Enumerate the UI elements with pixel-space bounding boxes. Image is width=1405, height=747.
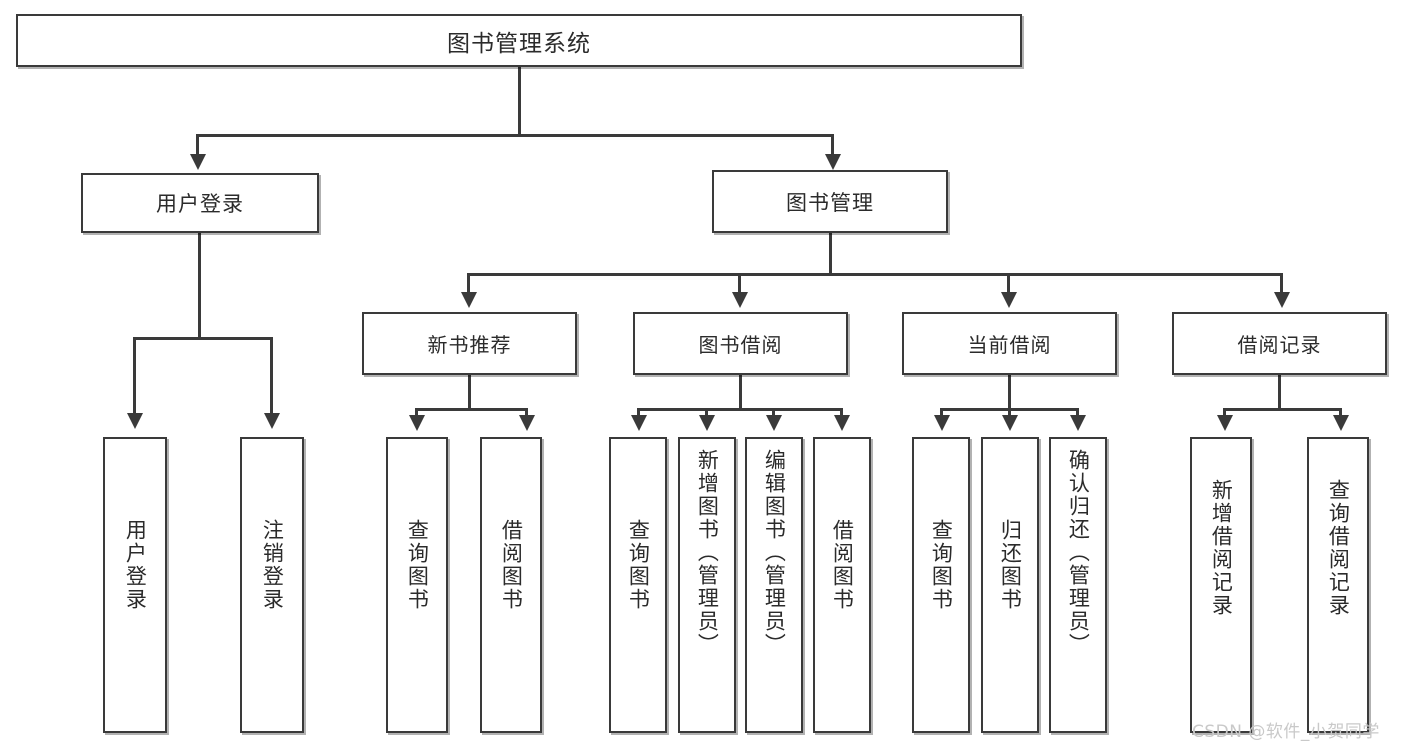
node-label: 图书管理系统 <box>447 30 591 57</box>
arrow-to-leaf-edit-book <box>766 415 782 431</box>
arrow-to-new-book <box>461 292 477 308</box>
connector-bookmanage-drop-4 <box>1280 273 1283 294</box>
connector-currentborrow-drop-1 <box>940 408 943 418</box>
connector-borrowrecord-bus <box>1223 408 1342 411</box>
csdn-watermark: CSDN @软件_小贺同学 <box>1192 722 1380 742</box>
connector-userlogin-bus <box>133 337 273 340</box>
leaf-label: 查询图书 <box>626 519 651 611</box>
node-current-borrow[interactable]: 当前借阅 <box>902 312 1117 375</box>
arrow-to-book-manage <box>825 154 841 170</box>
connector-borrowrecord-drop-1 <box>1223 408 1226 418</box>
connector-userlogin-stem <box>198 233 201 337</box>
arrow-to-leaf-add-record <box>1217 415 1233 431</box>
node-label: 图书借阅 <box>698 333 783 357</box>
connector-borrowrecord-stem <box>1278 375 1281 408</box>
leaf-label: 新增图书（管理员） <box>695 449 720 656</box>
connector-bookborrow-bus <box>637 408 842 411</box>
node-root-system[interactable]: 图书管理系统 <box>16 14 1022 67</box>
arrow-to-leaf-query-book-1 <box>409 415 425 431</box>
node-book-borrow[interactable]: 图书借阅 <box>633 312 848 375</box>
leaf-label: 归还图书 <box>998 519 1023 611</box>
leaf-edit-book-admin[interactable]: 编辑图书（管理员） <box>745 437 803 733</box>
leaf-borrow-book[interactable]: 借阅图书 <box>813 437 871 733</box>
connector-root-drop-1 <box>196 134 199 156</box>
arrow-to-leaf-borrow-book-1 <box>519 415 535 431</box>
leaf-label: 注销登录 <box>260 519 285 611</box>
leaf-label: 确认归还（管理员） <box>1066 449 1091 656</box>
node-new-book-recommend[interactable]: 新书推荐 <box>362 312 577 375</box>
leaf-add-book-admin[interactable]: 新增图书（管理员） <box>678 437 736 733</box>
connector-bookborrow-drop-4 <box>840 408 843 418</box>
leaf-add-borrow-record[interactable]: 新增借阅记录 <box>1190 437 1252 733</box>
leaf-query-book-recommend[interactable]: 查询图书 <box>386 437 448 733</box>
leaf-query-book-current[interactable]: 查询图书 <box>912 437 970 733</box>
connector-bookborrow-stem <box>739 375 742 408</box>
connector-newbook-drop-2 <box>525 408 528 418</box>
arrow-to-leaf-return-book <box>1002 415 1018 431</box>
connector-userlogin-drop-2 <box>270 337 273 415</box>
connector-newbook-drop-1 <box>415 408 418 418</box>
connector-userlogin-drop-1 <box>133 337 136 415</box>
arrow-to-user-login <box>190 154 206 170</box>
connector-bookmanage-drop-1 <box>467 273 470 294</box>
arrow-to-leaf-query-record <box>1333 415 1349 431</box>
connector-root-bus <box>196 134 834 137</box>
connector-bookmanage-drop-3 <box>1007 273 1010 294</box>
leaf-query-borrow-record[interactable]: 查询借阅记录 <box>1307 437 1369 733</box>
leaf-confirm-return-admin[interactable]: 确认归还（管理员） <box>1049 437 1107 733</box>
connector-newbook-stem <box>468 375 471 408</box>
arrow-to-leaf-add-book <box>699 415 715 431</box>
connector-bookmanage-stem <box>829 233 832 273</box>
connector-bookborrow-drop-3 <box>772 408 775 418</box>
node-label: 图书管理 <box>786 190 874 215</box>
arrow-to-leaf-user-login <box>127 413 143 429</box>
leaf-label: 借阅图书 <box>830 519 855 611</box>
arrow-to-leaf-query-book-3 <box>934 415 950 431</box>
node-label: 新书推荐 <box>427 333 512 357</box>
node-book-management[interactable]: 图书管理 <box>712 170 948 233</box>
arrow-to-borrow-record <box>1274 292 1290 308</box>
arrow-to-current-borrow <box>1001 292 1017 308</box>
leaf-logout[interactable]: 注销登录 <box>240 437 304 733</box>
arrow-to-book-borrow <box>732 292 748 308</box>
leaf-label: 查询借阅记录 <box>1326 479 1351 617</box>
leaf-label: 新增借阅记录 <box>1209 479 1234 617</box>
node-label: 当前借阅 <box>967 333 1052 357</box>
arrow-to-leaf-logout <box>264 413 280 429</box>
arrow-to-leaf-borrow-book-2 <box>834 415 850 431</box>
connector-currentborrow-stem <box>1008 375 1011 408</box>
connector-bookborrow-drop-1 <box>637 408 640 418</box>
arrow-to-leaf-confirm-return <box>1070 415 1086 431</box>
node-borrow-record[interactable]: 借阅记录 <box>1172 312 1387 375</box>
connector-root-stem <box>518 67 521 134</box>
leaf-label: 借阅图书 <box>499 519 524 611</box>
connector-root-drop-2 <box>831 134 834 156</box>
leaf-borrow-book-recommend[interactable]: 借阅图书 <box>480 437 542 733</box>
leaf-label: 查询图书 <box>929 519 954 611</box>
connector-bookmanage-drop-2 <box>738 273 741 294</box>
leaf-user-login[interactable]: 用户登录 <box>103 437 167 733</box>
node-label: 借阅记录 <box>1237 333 1322 357</box>
leaf-label: 查询图书 <box>405 519 430 611</box>
leaf-return-book[interactable]: 归还图书 <box>981 437 1039 733</box>
connector-currentborrow-drop-3 <box>1076 408 1079 418</box>
connector-borrowrecord-drop-2 <box>1339 408 1342 418</box>
leaf-label: 编辑图书（管理员） <box>762 449 787 656</box>
leaf-label: 用户登录 <box>123 519 148 611</box>
connector-currentborrow-drop-2 <box>1008 408 1011 418</box>
arrow-to-leaf-query-book-2 <box>631 415 647 431</box>
connector-bookmanage-bus <box>467 273 1283 276</box>
leaf-query-book-borrow[interactable]: 查询图书 <box>609 437 667 733</box>
node-label: 用户登录 <box>156 192 244 216</box>
connector-newbook-bus <box>415 408 528 411</box>
node-user-login[interactable]: 用户登录 <box>81 173 319 233</box>
connector-bookborrow-drop-2 <box>705 408 708 418</box>
